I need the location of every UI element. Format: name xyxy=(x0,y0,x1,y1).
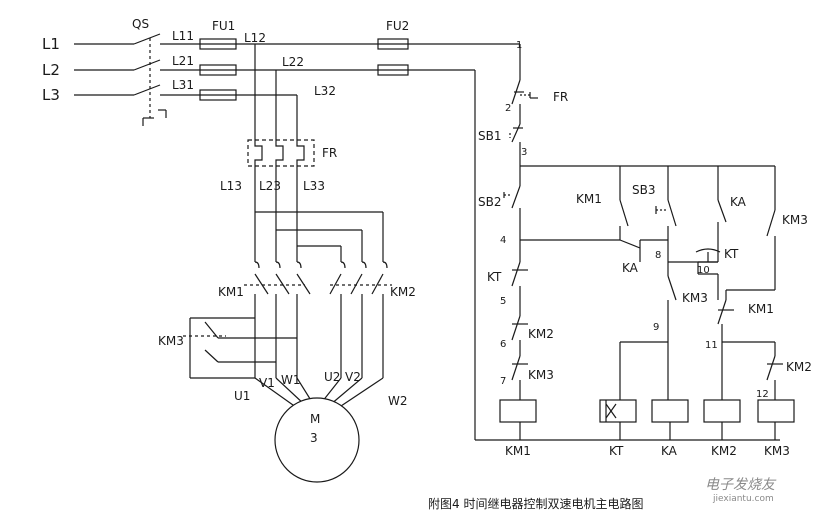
km2-km3-branch-contact xyxy=(766,342,783,400)
node-l21: L21 xyxy=(172,54,194,68)
line-label-l2: L2 xyxy=(42,61,60,79)
node-l31: L31 xyxy=(172,78,194,92)
km1-hold-label: KM1 xyxy=(576,192,602,206)
fu2-label: FU2 xyxy=(386,19,409,33)
fu1-fuses xyxy=(199,38,237,101)
terminal-v1: V1 xyxy=(259,376,275,390)
line-label-l1: L1 xyxy=(42,35,60,53)
km1-interlock-contact xyxy=(717,290,775,400)
line-label-l3: L3 xyxy=(42,86,60,104)
km3-ka-label: KM3 xyxy=(682,291,708,305)
motor-phases: 3 xyxy=(310,431,318,445)
terminal-w2: W2 xyxy=(388,394,408,408)
terminal-u1: U1 xyxy=(234,389,250,403)
km3-star-contacts xyxy=(183,317,297,379)
node-l11: L11 xyxy=(172,29,194,43)
sb2-label: SB2 xyxy=(478,195,501,209)
node-l32: L32 xyxy=(314,84,336,98)
node-6: 6 xyxy=(500,339,506,350)
km1-hold-contact xyxy=(520,199,629,241)
node-7: 7 xyxy=(500,376,506,387)
kt-delay-contact xyxy=(695,248,721,300)
control-bus-top xyxy=(520,165,776,210)
node-12: 12 xyxy=(756,389,769,400)
qs-label: QS xyxy=(132,17,149,31)
node-9: 9 xyxy=(653,322,659,333)
input-lines xyxy=(74,43,134,96)
node-8: 8 xyxy=(655,250,661,261)
node-11: 11 xyxy=(705,340,718,351)
km2-interlock-label: KM2 xyxy=(528,327,554,341)
coil-label-km3: KM3 xyxy=(764,444,790,458)
terminal-w1: W1 xyxy=(281,373,301,387)
node-l23: L23 xyxy=(259,179,281,193)
coils xyxy=(499,399,795,440)
figure-caption: 附图4 时间继电器控制双速电机主电路图 xyxy=(428,497,644,511)
km3-interlock-contact xyxy=(511,355,528,400)
control-rails xyxy=(474,44,780,441)
sb3-label: SB3 xyxy=(632,183,655,197)
watermark-url: jiexiantu.com xyxy=(713,494,774,504)
qs-switch xyxy=(133,33,200,126)
coil-km2 xyxy=(703,399,741,423)
fr-contact-label: FR xyxy=(553,90,568,104)
node-l22: L22 xyxy=(282,55,304,69)
sb3-start-button xyxy=(655,199,677,262)
coil-kt xyxy=(599,399,637,423)
km1-main-contacts xyxy=(244,261,311,378)
km2-interlock-contact xyxy=(511,315,528,356)
km3-ka-branch-contact xyxy=(619,262,677,400)
ka-nc-label: KA xyxy=(622,261,639,275)
coil-label-kt: KT xyxy=(609,444,624,458)
ka-nc-contact xyxy=(619,239,668,262)
km2-main-label: KM2 xyxy=(390,285,416,299)
node-l33: L33 xyxy=(303,179,325,193)
node-3: 3 xyxy=(521,147,527,158)
fr-nc-contact xyxy=(511,79,538,124)
coil-km3 xyxy=(757,399,795,423)
ka-hold-label: KA xyxy=(730,195,747,209)
kt-nc-contact xyxy=(511,261,528,316)
sb1-stop-button xyxy=(509,123,523,172)
km3-interlock-label: KM3 xyxy=(528,368,554,382)
node-l13: L13 xyxy=(220,179,242,193)
coil-label-km1: KM1 xyxy=(505,444,531,458)
coil-ka xyxy=(651,399,689,423)
sb2-start-button xyxy=(503,172,521,262)
terminal-v2: V2 xyxy=(345,370,361,384)
fu1-label: FU1 xyxy=(212,19,235,33)
km3-branch-contact xyxy=(726,209,776,291)
km1-interlock-label: KM1 xyxy=(748,302,774,316)
km2-branch-label: KM2 xyxy=(786,360,812,374)
motor-leads xyxy=(254,377,384,411)
fu2-fuses xyxy=(377,38,409,76)
node-1: 1 xyxy=(516,40,522,51)
node-4: 4 xyxy=(500,235,506,246)
node-10: 10 xyxy=(697,265,710,276)
coil-label-km2: KM2 xyxy=(711,444,737,458)
motor-symbol xyxy=(274,397,360,483)
kt-nc-label: KT xyxy=(487,270,502,284)
watermark-logo: 电子发烧友 xyxy=(705,477,775,493)
fr-main-label: FR xyxy=(322,146,337,160)
main-phase-wires xyxy=(236,43,520,140)
terminal-u2: U2 xyxy=(324,370,340,384)
coil-label-ka: KA xyxy=(661,444,678,458)
km3-branch-label: KM3 xyxy=(782,213,808,227)
km3-main-label: KM3 xyxy=(158,334,184,348)
node-5: 5 xyxy=(500,296,506,307)
km1-main-label: KM1 xyxy=(218,285,244,299)
motor-name: M xyxy=(310,412,320,426)
coil-km1 xyxy=(499,399,537,423)
sb1-label: SB1 xyxy=(478,129,501,143)
fr-thermal-relay xyxy=(247,139,315,262)
node-2: 2 xyxy=(505,103,511,114)
ka-hold-contact xyxy=(668,199,727,263)
km2-main-contacts xyxy=(329,261,392,378)
node-l12: L12 xyxy=(244,31,266,45)
kt-delay-label: KT xyxy=(724,247,739,261)
watermark: 电子发烧友 jiexiantu.com xyxy=(705,474,775,504)
km2-feed-wires xyxy=(255,211,384,262)
